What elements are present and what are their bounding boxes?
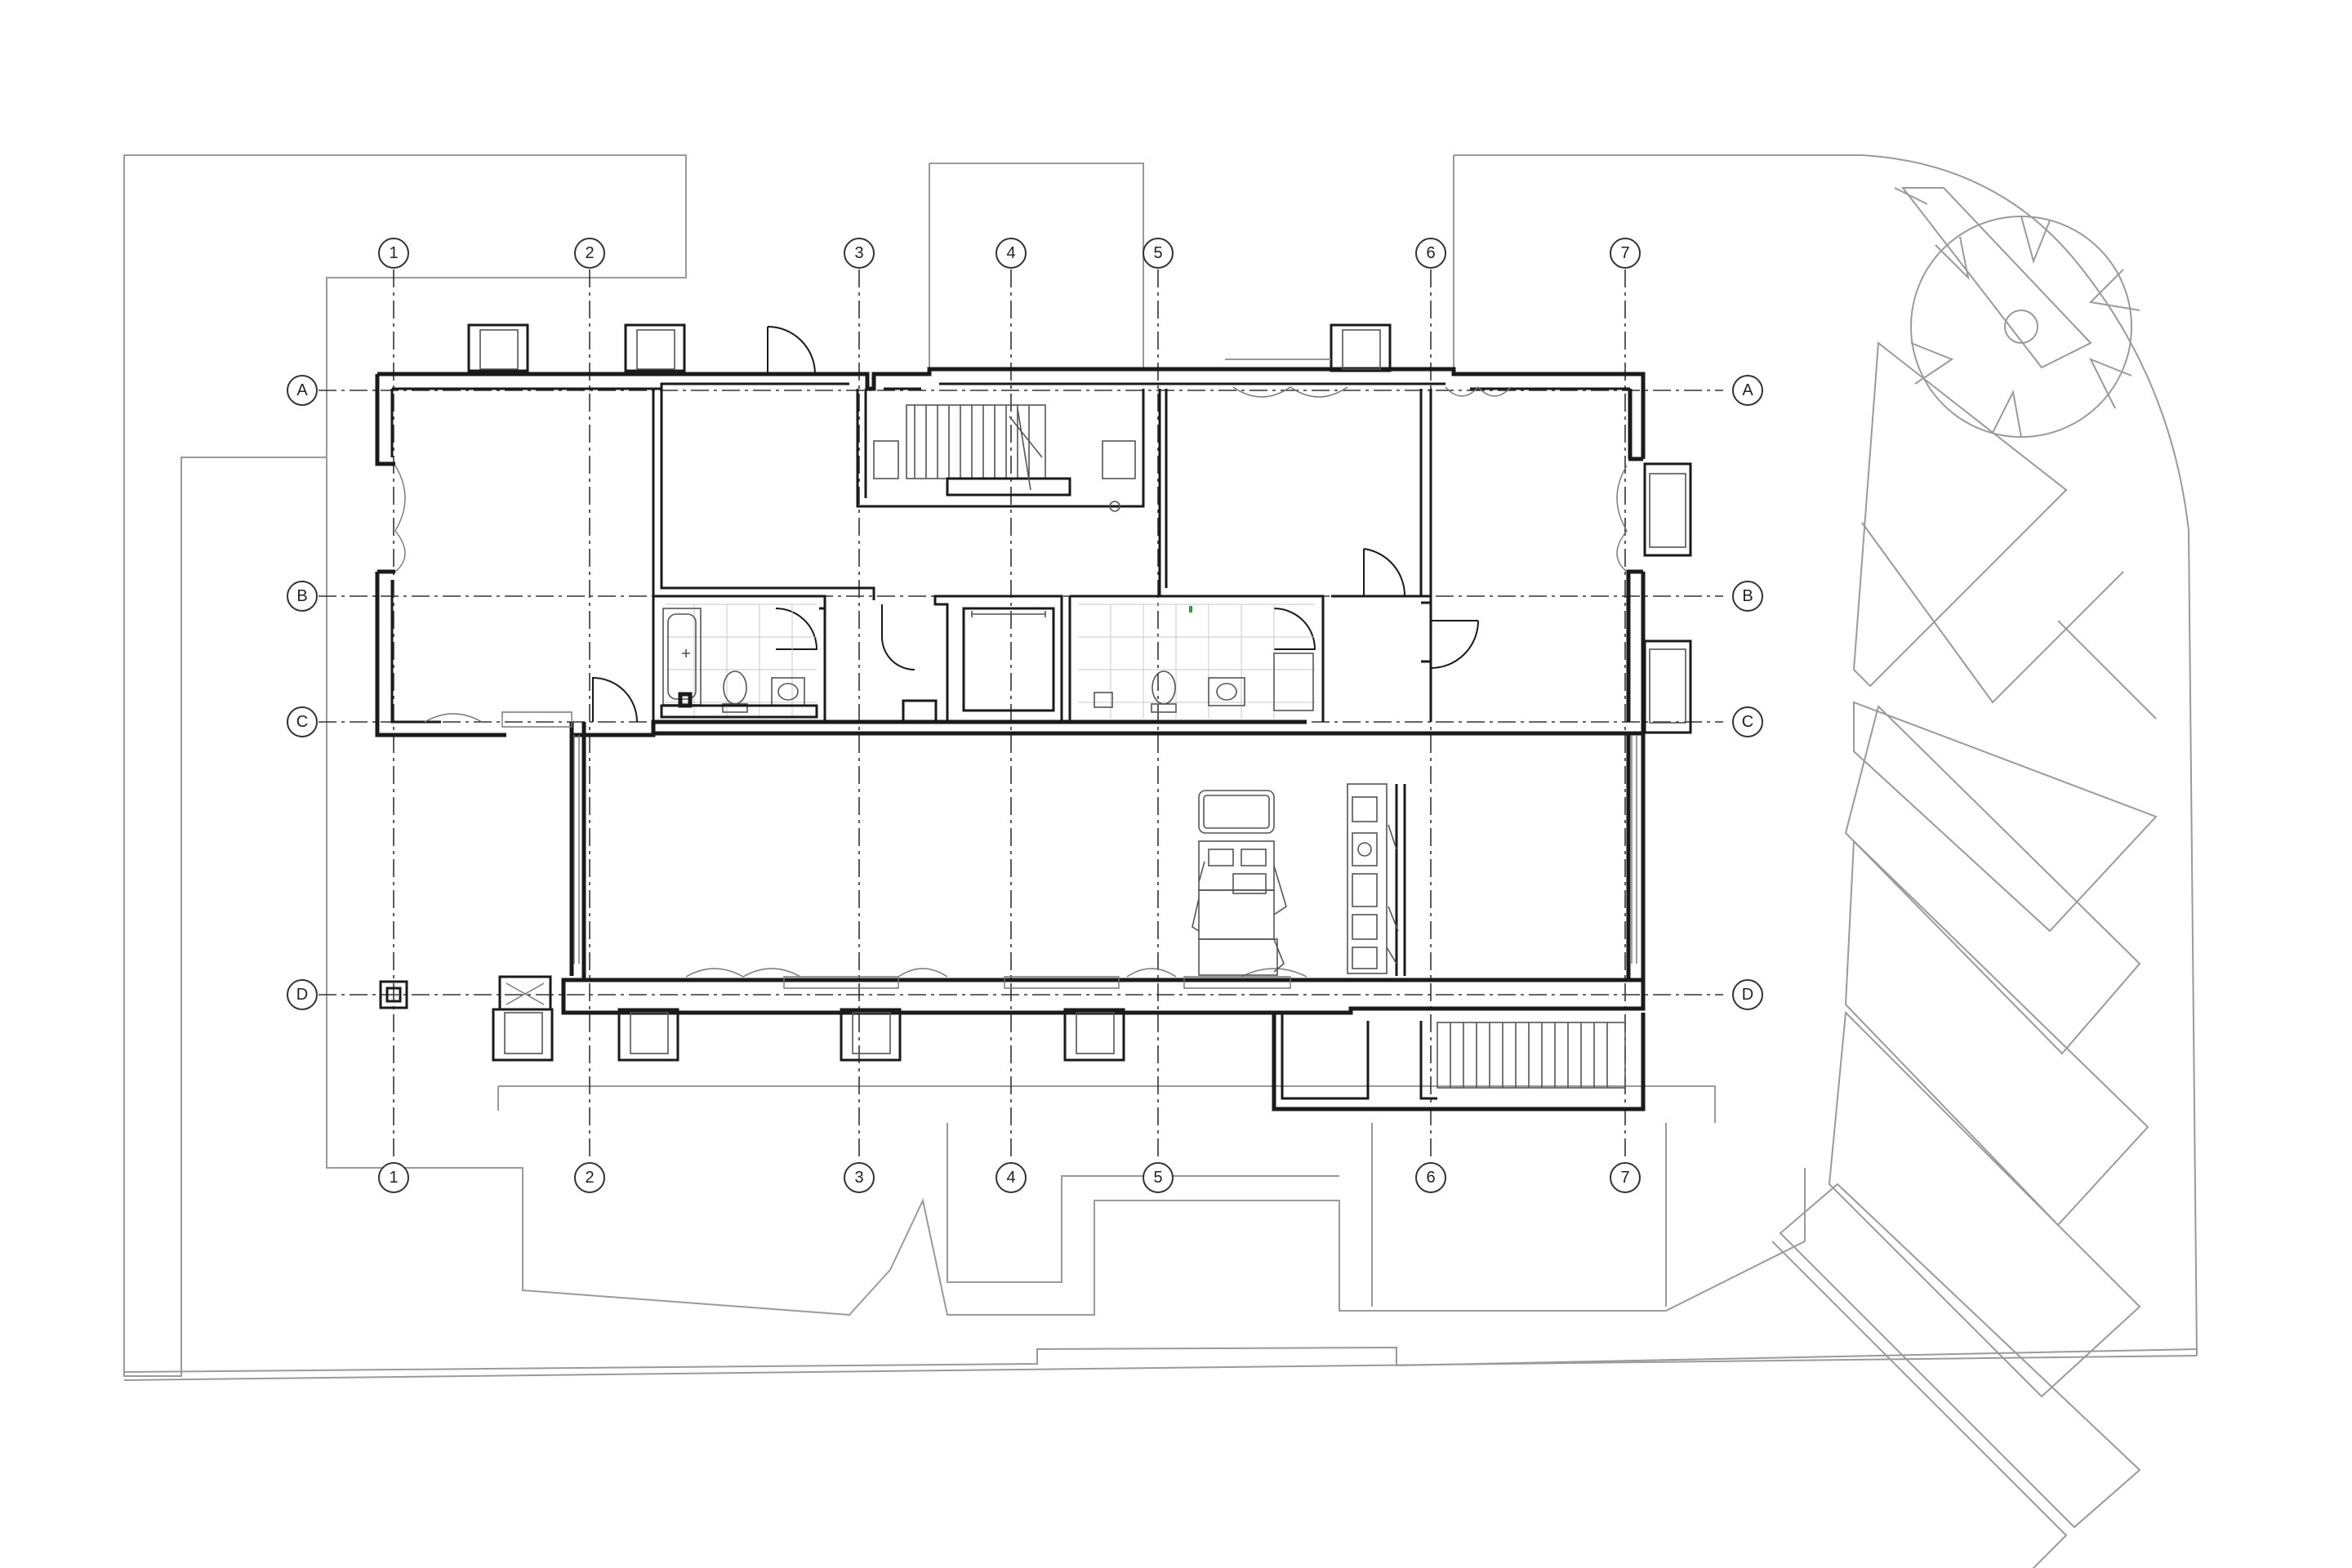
grid-bubble-C-right: C <box>1732 706 1763 737</box>
svg-text:2: 2 <box>585 244 594 262</box>
stair-core-bottom <box>1419 1021 1626 1100</box>
svg-text:A: A <box>1742 381 1753 399</box>
svg-text:3: 3 <box>854 1169 863 1187</box>
svg-text:2: 2 <box>585 1169 594 1187</box>
windows <box>394 359 1637 989</box>
bathroom-right <box>1078 604 1315 719</box>
grid-bubble-5-bottom: 5 <box>1143 1162 1174 1193</box>
grid-bubble-4-top: 4 <box>996 238 1027 269</box>
svg-text:B: B <box>296 587 307 605</box>
grid-bubble-5-top: 5 <box>1143 238 1174 269</box>
tree-planter <box>1894 187 2140 438</box>
svg-text:1: 1 <box>389 244 398 262</box>
grid-bubble-3-bottom: 3 <box>844 1162 875 1193</box>
grid-bubble-7-bottom: 7 <box>1610 1162 1641 1193</box>
balconies-right <box>1643 462 1692 734</box>
grid-bubble-6-top: 6 <box>1415 238 1446 269</box>
svg-text:D: D <box>296 986 308 1004</box>
balconies-top <box>467 323 1392 372</box>
svg-text:1: 1 <box>389 1169 398 1187</box>
svg-text:7: 7 <box>1620 244 1629 262</box>
bathroom-left <box>660 604 818 719</box>
svg-text:4: 4 <box>1006 244 1015 262</box>
doors <box>592 326 1479 723</box>
svg-text:4: 4 <box>1006 1169 1015 1187</box>
svg-text:C: C <box>296 713 308 731</box>
grid-bubble-4-bottom: 4 <box>996 1162 1027 1193</box>
svg-text:B: B <box>1742 587 1753 605</box>
kitchen-counter <box>1347 783 1399 974</box>
grid-bubble-1-bottom: 1 <box>378 1162 409 1193</box>
grid-bubble-2-top: 2 <box>574 238 605 269</box>
grid-bubble-7-top: 7 <box>1610 238 1641 269</box>
grid-bubble-B-right: B <box>1732 581 1763 612</box>
grid-bubble-B-left: B <box>287 581 318 612</box>
svg-text:5: 5 <box>1153 244 1162 262</box>
balconies-bottom <box>492 975 1125 1062</box>
grid-bubble-A-right: A <box>1732 375 1763 406</box>
interior-walls <box>652 389 1432 976</box>
grid-bubble-3-top: 3 <box>844 238 875 269</box>
svg-text:6: 6 <box>1426 244 1435 262</box>
grid-bubble-1-top: 1 <box>378 238 409 269</box>
svg-text:A: A <box>296 381 308 399</box>
grid-bubble-C-left: C <box>287 706 318 737</box>
grid-bubble-D-left: D <box>287 979 318 1010</box>
grid-bubble-6-bottom: 6 <box>1415 1162 1446 1193</box>
svg-text:C: C <box>1742 713 1753 731</box>
svg-text:5: 5 <box>1153 1169 1162 1187</box>
grid-bubble-A-left: A <box>287 375 318 406</box>
kitchen-island <box>1192 790 1287 976</box>
svg-text:3: 3 <box>854 244 863 262</box>
stair-core-top <box>873 404 1136 512</box>
column-D1 <box>379 980 408 1009</box>
lift-shaft <box>902 611 1046 724</box>
structural-grid <box>318 270 1723 1160</box>
svg-text:7: 7 <box>1620 1169 1629 1187</box>
parking-bays <box>1771 341 2158 1568</box>
svg-text:D: D <box>1742 986 1753 1004</box>
grid-bubble-D-right: D <box>1732 979 1763 1010</box>
svg-text:6: 6 <box>1426 1169 1435 1187</box>
exterior-walls <box>375 367 1646 1111</box>
grid-bubble-2-bottom: 2 <box>574 1162 605 1193</box>
site-outline <box>123 154 2198 1381</box>
